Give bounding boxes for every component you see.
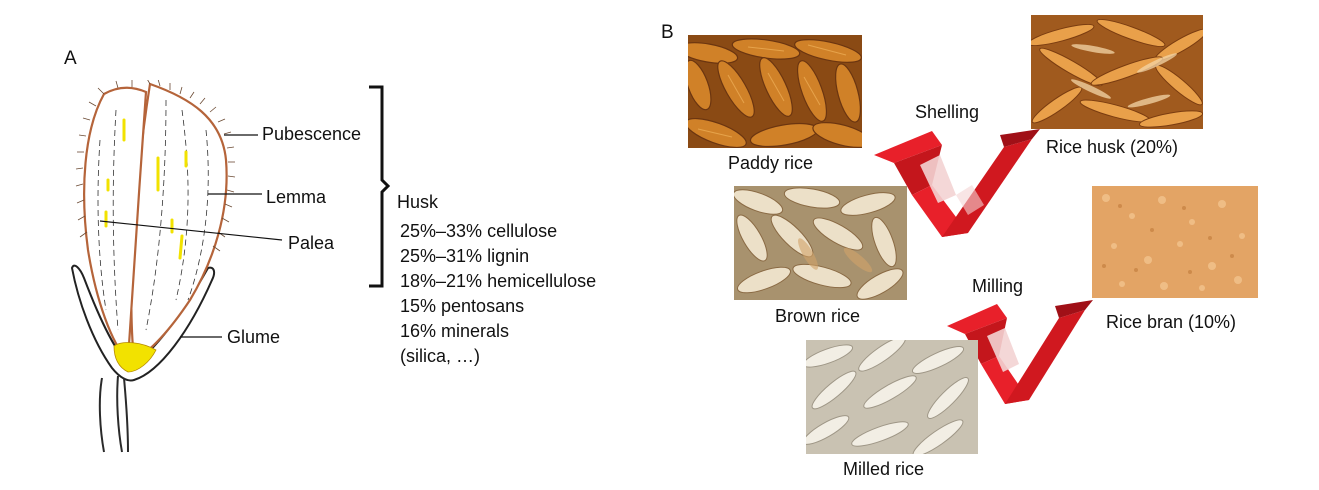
- label-pubescence: Pubescence: [262, 124, 362, 144]
- rice-flower-drawing: [70, 80, 236, 453]
- composition-item: 25%–31% lignin: [400, 246, 530, 266]
- leader-lines: [99, 134, 283, 338]
- pubescence-hairs: [75, 80, 236, 252]
- paddy-rice-image: [688, 35, 862, 148]
- stem: [98, 375, 129, 453]
- label-milled-rice: Milled rice: [843, 459, 925, 479]
- label-brown-rice: Brown rice: [775, 306, 861, 326]
- composition-item: (silica, …): [400, 346, 480, 366]
- rice-bran-image: [1092, 186, 1258, 298]
- shelling-arrow-icon: [874, 129, 1040, 237]
- label-glume: Glume: [227, 327, 281, 347]
- panel-a-label: A: [64, 48, 77, 69]
- husk-bracket: [369, 85, 390, 288]
- husk-title: Husk: [397, 192, 439, 212]
- flower-base: [113, 342, 157, 373]
- brown-rice-image: [734, 186, 907, 300]
- composition-item: 15% pentosans: [400, 296, 525, 316]
- husk-composition-list: 25%–33% cellulose 25%–31% lignin 18%–21%…: [400, 219, 596, 369]
- glume-shape: [70, 264, 216, 382]
- milling-arrow-icon: [947, 300, 1093, 404]
- label-palea: Palea: [288, 233, 335, 253]
- label-shelling: Shelling: [915, 102, 980, 122]
- milled-rice-image: [806, 340, 978, 454]
- composition-item: 16% minerals: [400, 321, 510, 341]
- label-milling: Milling: [972, 276, 1024, 296]
- label-lemma: Lemma: [266, 187, 327, 207]
- veins: [97, 99, 209, 331]
- rice-husk-image: [1031, 15, 1203, 129]
- label-rice-bran: Rice bran (10%): [1106, 312, 1237, 332]
- label-rice-husk: Rice husk (20%): [1046, 137, 1179, 157]
- yellow-anthers: [104, 118, 188, 260]
- composition-item: 25%–33% cellulose: [400, 221, 558, 241]
- label-paddy-rice: Paddy rice: [728, 153, 814, 173]
- panel-b-label: B: [661, 22, 674, 43]
- composition-item: 18%–21% hemicellulose: [400, 271, 597, 291]
